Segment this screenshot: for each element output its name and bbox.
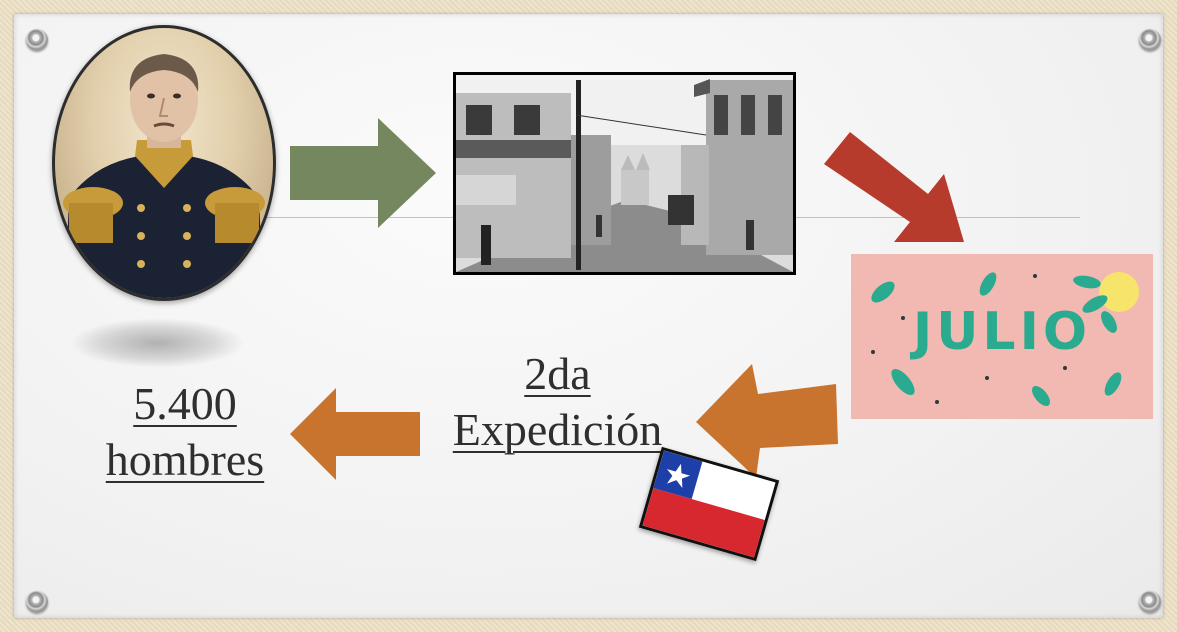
chile-flag-icon [638,446,780,562]
left-arrow-icon [290,388,420,480]
portrait-shadow [70,318,245,368]
troops-unit: hombres [105,434,265,485]
historic-street-photo [453,72,796,275]
pin-icon [26,591,48,613]
pin-icon [1139,29,1161,51]
card-title: JULIO [912,302,1092,362]
pin-icon [26,29,48,51]
expedition-ordinal: 2da [524,348,591,399]
expedition-word: Expedición [452,404,663,455]
troops-count: 5.400 [133,378,237,429]
left-arrow-icon [696,364,838,478]
right-arrow-icon [290,118,436,228]
july-card: JULIO [851,254,1153,419]
pin-icon [1139,591,1161,613]
officer-portrait-image [52,25,276,301]
expedition-label: 2da Expedición [430,346,685,458]
troops-label: 5.400 hombres [80,376,290,488]
down-right-arrow-icon [824,132,964,242]
